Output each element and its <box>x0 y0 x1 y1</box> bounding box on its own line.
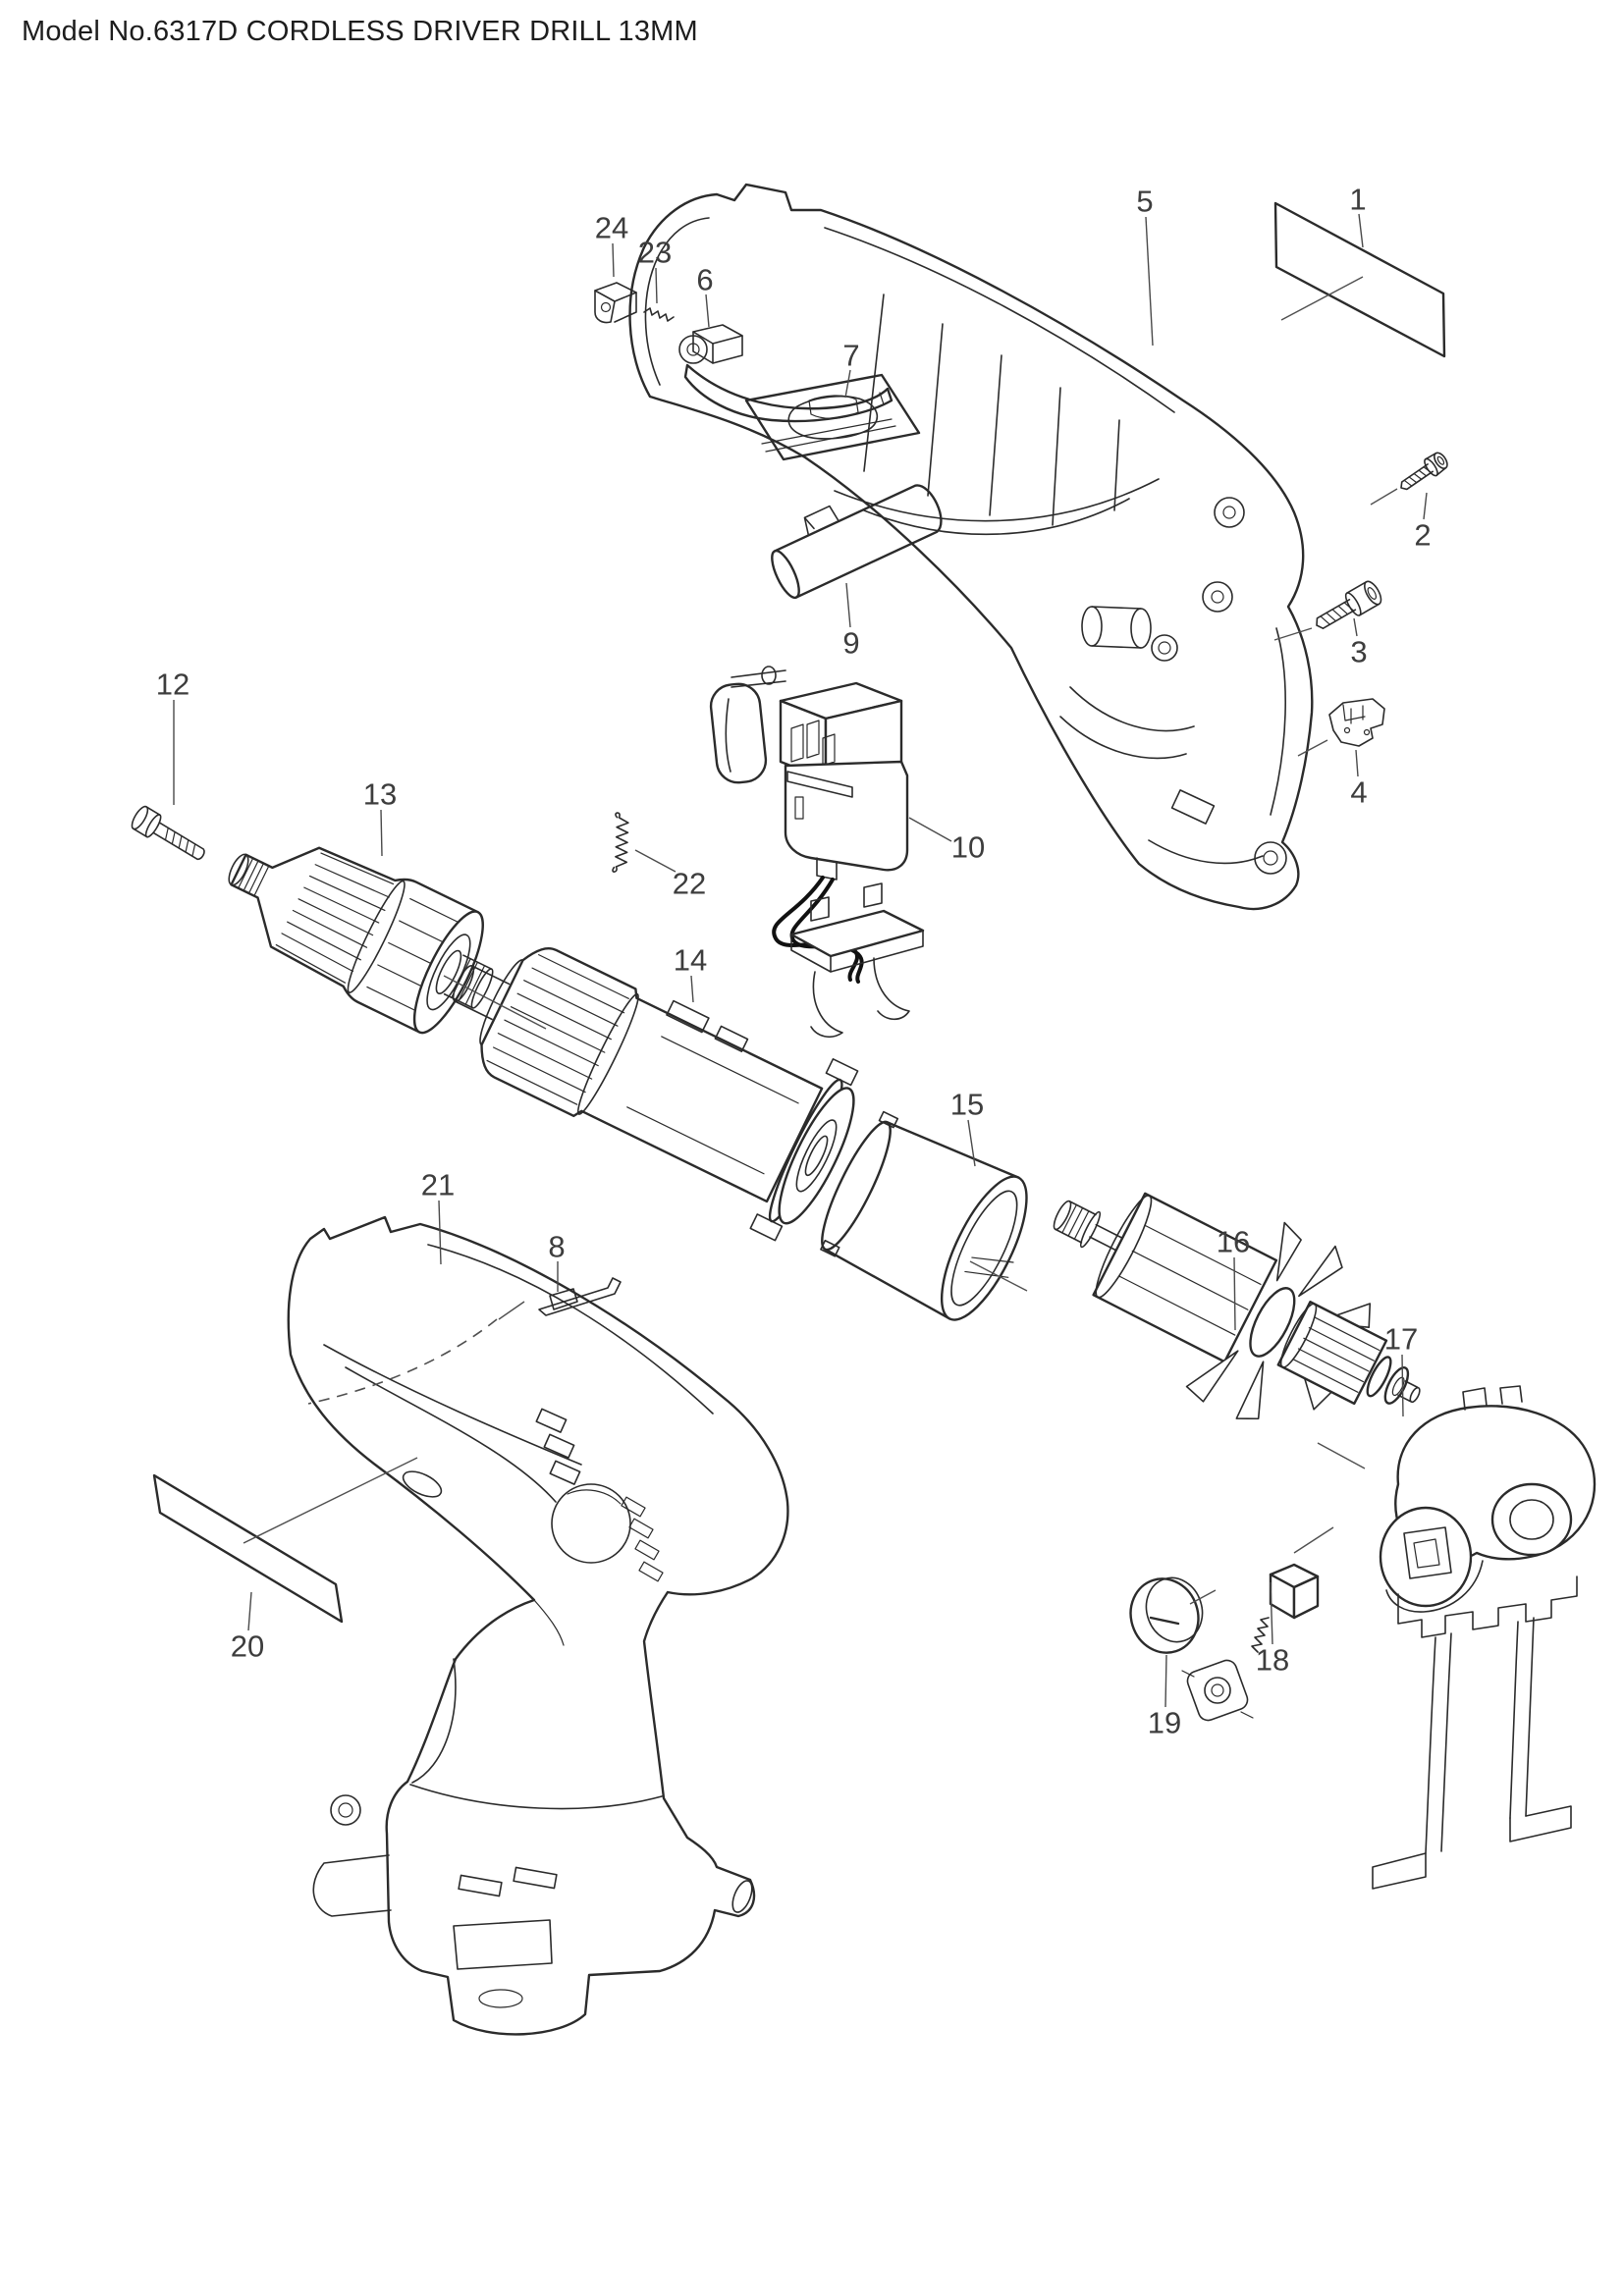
part-label-8: 8 <box>548 1230 565 1264</box>
assembly-line-4 <box>1317 1442 1366 1469</box>
part-leader-24 <box>612 242 615 278</box>
part-label-1: 1 <box>1349 183 1366 217</box>
part-2-screw <box>1400 452 1448 491</box>
part-leader-4 <box>1355 749 1359 777</box>
assembly-line-8 <box>1273 627 1313 641</box>
part-24-button <box>594 282 637 324</box>
part-label-24: 24 <box>595 211 628 245</box>
assembly-lines-layer <box>243 276 1398 1605</box>
part-13-chuck <box>228 846 494 1035</box>
part-19-brush-cap <box>1129 1576 1204 1654</box>
assembly-line-9 <box>1297 739 1328 757</box>
part-leader-1 <box>1358 213 1364 248</box>
part-17-bearing-box <box>1372 1385 1597 1890</box>
part-15-yoke <box>820 1110 1028 1321</box>
part-label-13: 13 <box>363 777 397 812</box>
assembly-line-10 <box>243 1457 418 1544</box>
part-label-16: 16 <box>1217 1225 1250 1259</box>
part-leader-2 <box>1423 492 1428 520</box>
part-18-carbon-brush <box>1181 1563 1320 1722</box>
part-label-10: 10 <box>951 830 985 865</box>
part-label-22: 22 <box>673 867 706 901</box>
part-leader-22 <box>634 849 677 873</box>
part-23-spring <box>643 307 675 322</box>
part-label-19: 19 <box>1148 1706 1181 1740</box>
assembly-line-5 <box>1293 1526 1334 1554</box>
assembly-line-6 <box>1189 1589 1217 1605</box>
assembly-line-11 <box>498 1301 525 1320</box>
part-leader-9 <box>845 582 851 628</box>
part-16-armature <box>1053 1192 1421 1420</box>
part-leader-23 <box>655 267 658 304</box>
assembly-line-2 <box>443 975 547 1030</box>
part-label-17: 17 <box>1384 1322 1418 1357</box>
part-label-2: 2 <box>1414 518 1431 553</box>
part-leader-3 <box>1353 617 1358 637</box>
page-title: Model No.6317D CORDLESS DRIVER DRILL 13M… <box>22 16 698 47</box>
part-label-7: 7 <box>842 339 859 373</box>
part-label-12: 12 <box>156 667 189 702</box>
hidden-edge-line-1 <box>307 1318 498 1405</box>
part-label-21: 21 <box>421 1168 455 1202</box>
part-leader-19 <box>1164 1654 1167 1708</box>
diagram-artwork <box>131 183 1597 2036</box>
part-8-pin <box>538 1277 622 1316</box>
part-6-change-lever <box>683 324 893 423</box>
part-20-label <box>152 1473 344 1624</box>
part-leader-21 <box>438 1200 442 1265</box>
part-9-rod <box>771 484 943 600</box>
part-21-housing-left <box>287 1215 789 2036</box>
part-22-spring <box>612 812 629 873</box>
part-label-4: 4 <box>1350 775 1367 810</box>
part-5-housing-right <box>628 183 1314 911</box>
part-leader-7 <box>844 369 851 399</box>
part-4-clip <box>1328 698 1385 747</box>
part-7-cover-plate <box>744 373 921 461</box>
part-label-14: 14 <box>674 943 707 978</box>
assembly-line-7 <box>1370 488 1398 506</box>
part-label-15: 15 <box>950 1088 984 1122</box>
part-label-20: 20 <box>231 1629 264 1664</box>
part-leader-5 <box>1145 216 1154 347</box>
assembly-line-3 <box>969 1260 1028 1292</box>
part-label-5: 5 <box>1136 185 1153 219</box>
part-1-nameplate <box>1273 201 1446 358</box>
part-leader-18 <box>1270 1581 1273 1645</box>
part-label-18: 18 <box>1256 1643 1289 1678</box>
part-leader-13 <box>380 809 383 857</box>
part-label-3: 3 <box>1350 635 1367 669</box>
part-label-23: 23 <box>638 236 672 270</box>
part-leader-16 <box>1233 1256 1236 1331</box>
part-leader-10 <box>908 817 952 842</box>
part-leader-6 <box>705 294 710 328</box>
part-3-bolt <box>1316 580 1382 629</box>
part-10-switch <box>709 666 925 1039</box>
part-leader-17 <box>1401 1354 1404 1417</box>
part-label-6: 6 <box>696 263 713 297</box>
part-12-screw <box>131 805 205 861</box>
assembly-line-1 <box>1280 276 1364 321</box>
part-leader-15 <box>967 1119 976 1167</box>
part-14-gear-assembly <box>452 946 859 1242</box>
part-leader-14 <box>690 975 694 1003</box>
part-leader-20 <box>247 1591 252 1631</box>
part-label-9: 9 <box>842 626 859 661</box>
